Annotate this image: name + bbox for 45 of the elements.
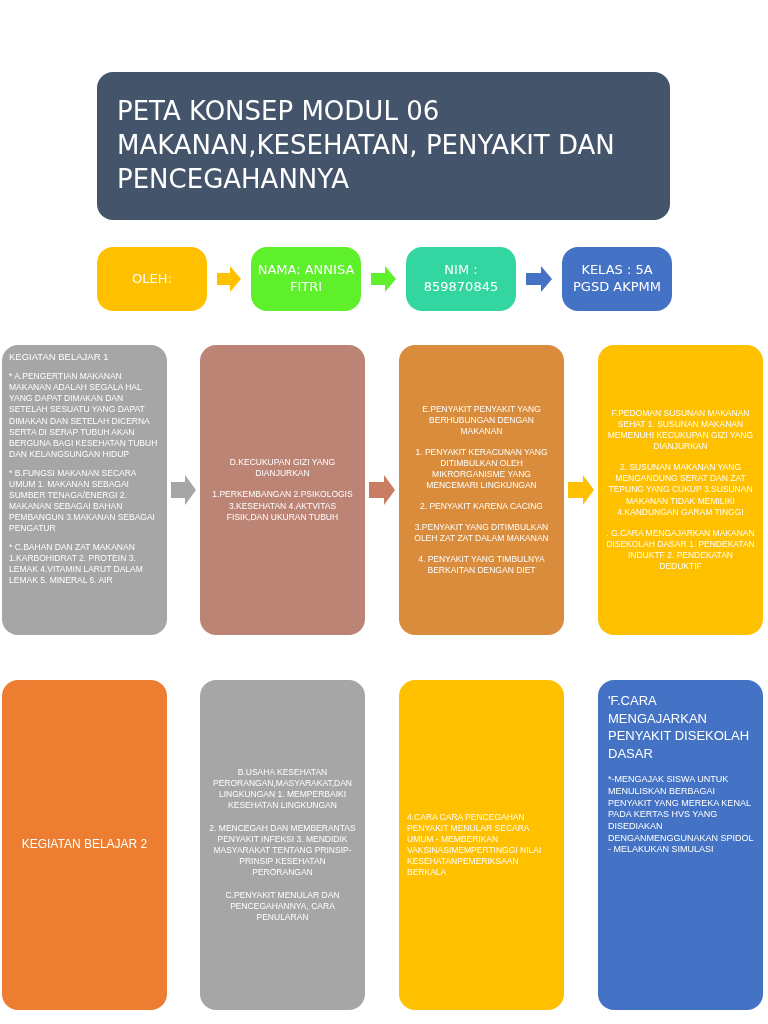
card-text: * A.PENGERTIAN MAKANAN MAKANAN ADALAH SEGALA HAL YANG DAPAT DIMAKAN DAN SETELAH SESUATU YANG DAPAT DIMAKAN DAN SETELAH DICERNA SERTA DI SERAP TUBUH AKAN BERGUNA BAGI KESEHATAN TUBUH DAN KELANGSUNGAN HIDUP xyxy=(9,371,159,460)
card-heading: B.USAHA KESEHATAN PERORANGAN,MASYARAKAT,DAN LINGKUNGAN 1. MEMPERBAIKI KESEHATAN LINGKUNGAN xyxy=(212,766,353,811)
card-text: 1. PENYAKIT KERACUNAN YANG DITIMBULKAN OLEH MIKRORGANISME YANG MENCEMARI LINGKUNGAN xyxy=(414,446,549,492)
name-box xyxy=(251,247,361,311)
card-heading: F.PEDOMAN SUSUNAN MAKANAN SEHAT 1. SUSUNAN MAKANAN MEMENUHI KECUKUPAN GIZI YANG DIANJURKAN xyxy=(606,408,755,453)
card-text: 4. PENYAKIT YANG TIMBULNYA BERKAITAN DENGAN DIET xyxy=(417,554,546,577)
topic-card xyxy=(2,680,167,1010)
card-text: 4.CARA CARA PENCEGAHAN PENYAKIT MENULAR SECARA UMUM - MEMBERIKAN VAKSINASIMEMPERTINGGI NILAI KESEHATANPEMERIKSAAN BERKALA xyxy=(407,811,543,879)
block-arrow xyxy=(369,475,395,505)
card-text: NIM : 859870845 xyxy=(422,262,500,296)
topic-card xyxy=(399,345,564,635)
card-text: KEGIATAN BELAJAR 2 xyxy=(20,837,149,853)
card-text: * B.FUNGSI MAKANAN SECARA UMUM 1. MAKANAN SEBAGAI SUMBER TENAGA/ENERGI 2. MAKANAN SEBAGAI BAHAN PEMBANGUN 3.MAKANAN SEBAGAI PENGATUR xyxy=(9,467,156,534)
card-text: *-MENGAJAK SISWA UNTUK MENULISKAN BERBAGAI PENYAKIT YANG MEREKA KENAL PADA KERTAS HVS YANG DISEDIAKAN DENGANMENGGUNAKAN SPIDOL - MELAKUKAN SIMULASI xyxy=(608,774,755,856)
card-text: * C.BAHAN DAN ZAT MAKANAN 1.KARBOHIDRAT 2. PROTEIN 3. LEMAK 4.VITAMIN LARUT DALAM LEMAK 5. MINERAL 6. AIR xyxy=(9,542,144,587)
card-text: 3.PENYAKIT YANG DITIMBULKAN OLEH ZAT ZAT DALAM MAKANAN xyxy=(413,522,550,545)
topic-card xyxy=(200,680,365,1010)
topic-card xyxy=(598,680,763,1010)
card-text: C.PENYAKIT MENULAR DAN PENCEGAHANNYA, CARA PENULARAN xyxy=(224,890,341,924)
card-text: NAMA: ANNISA FITRI xyxy=(256,262,356,296)
block-arrow xyxy=(171,475,196,505)
card-text: PETA KONSEP MODUL 06 MAKANAN,KESEHATAN, PENYAKIT DAN PENCEGAHANNYA xyxy=(117,95,616,196)
topic-card xyxy=(598,345,763,635)
card-text: 1.PERKEMBANGAN 2.PSIKOLOGIS 3.KESEHATAN 4.AKTVITAS FISIK,DAN UKURAN TUBUH xyxy=(211,489,354,523)
block-arrow xyxy=(568,475,594,505)
card-heading: E.PENYAKIT PENYAKIT YANG BERHUBUNGAN DENGAN MAKANAN xyxy=(421,403,542,437)
card-text: OLEH: xyxy=(131,270,173,288)
card-text: 2. PENYAKIT KARENA CACING xyxy=(419,501,544,513)
name-box xyxy=(562,247,672,311)
block-arrow xyxy=(217,266,241,292)
title-box xyxy=(97,72,670,220)
name-box xyxy=(97,247,207,311)
topic-card xyxy=(2,345,167,635)
topic-card xyxy=(200,345,365,635)
card-text: 2. SUSUNAN MAKANAN YANG MENGANDUNG SERAT DAN ZAT TEPUNG YANG CUKUP 3.SUSUNAN MAKANAN TIDAK MEMILIKI 4.KANDUNGAN GARAM TINGGI xyxy=(607,462,754,518)
card-heading: D.KECUKUPAN GIZI YANG DIANJURKAN xyxy=(228,457,337,480)
card-text: . G.CARA MENGAJARKAN MAKANAN DISEKOLAH DASAR 1. PENDEKATAN INDUKTF 2. PENDEKATAN DEDUKTIF xyxy=(606,527,755,572)
card-text: 2. MENCEGAH DAN MEMBERANTAS PENYAKIT INFEKSI 3. MENDIDIK MASYARAKAT TENTANG PRINSIP-PRINSIP KESEHATAN PERORANGAN xyxy=(208,822,357,879)
card-heading: 'F.CARA MENGAJARKAN PENYAKIT DISEKOLAH DASAR xyxy=(608,692,751,763)
card-text: KELAS : 5A PGSD AKPMM xyxy=(572,262,662,296)
block-arrow xyxy=(371,266,396,292)
block-arrow xyxy=(526,266,552,292)
topic-card xyxy=(399,680,564,1010)
name-box xyxy=(406,247,516,311)
card-heading: KEGIATAN BELAJAR 1 xyxy=(9,351,110,364)
